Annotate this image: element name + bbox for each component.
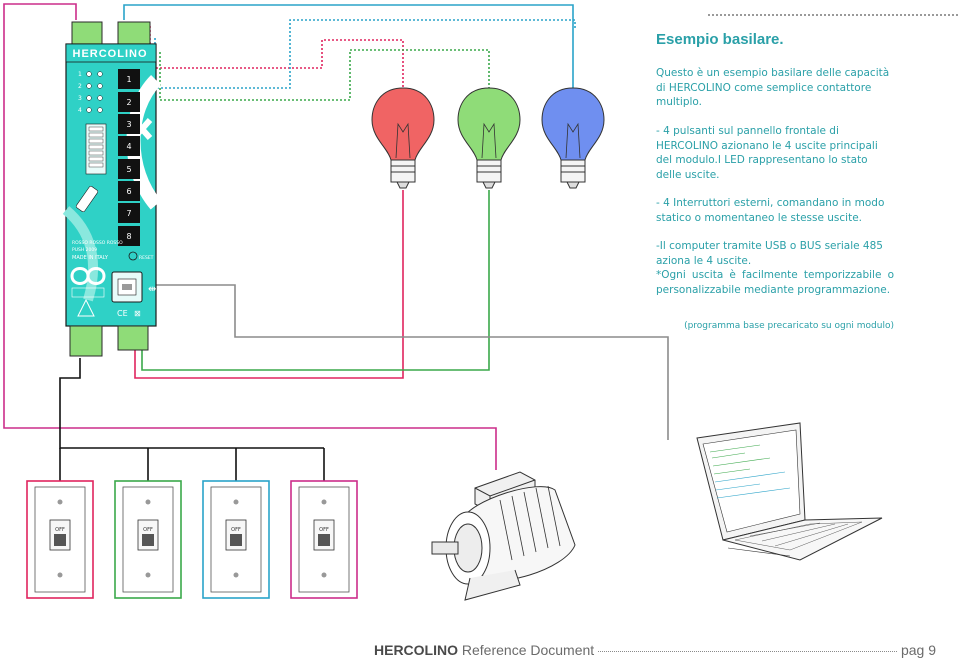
reset-label: RESET [139, 255, 154, 261]
bulb-blue [541, 87, 605, 189]
wall-switch[interactable]: OFF [114, 480, 182, 599]
led-indicator [86, 107, 92, 113]
wire-magenta-motor [3, 3, 497, 470]
front-button-label: 4 [126, 142, 131, 151]
front-button[interactable] [118, 203, 140, 223]
footer-dotted-leader [598, 651, 897, 652]
wire-gray-usb [145, 284, 669, 440]
led-indicator [86, 71, 92, 77]
hercolino-module: HERCOLINO 1 2 3 4 1 2 [62, 21, 162, 357]
switch-label: OFF [319, 527, 329, 533]
wire-dotted-green [159, 49, 490, 101]
paragraph-computer: -Il computer tramite USB o BUS seriale 4… [656, 240, 883, 267]
switch-label: OFF [231, 527, 241, 533]
front-buttons: 1 2 3 4 5 6 7 8 [118, 69, 140, 246]
bulb-red [371, 87, 435, 189]
ce-mark-icon: CE [117, 309, 128, 318]
front-button[interactable] [118, 159, 140, 179]
front-button[interactable] [118, 92, 140, 112]
infinity-logo-icon [70, 267, 106, 285]
front-button[interactable] [118, 136, 140, 156]
module-text-line: ROSSO ROSSO ROSSO [72, 240, 123, 246]
wire-red-return [134, 190, 404, 379]
front-button-label: 1 [126, 75, 131, 84]
front-button[interactable] [118, 226, 140, 246]
front-button-label: 2 [126, 98, 131, 107]
paragraph-timing: *Ogni uscita è facilmente temporizzabile… [656, 269, 894, 296]
bulb-green [457, 87, 521, 189]
footer-brand: HERCOLINO [374, 642, 458, 658]
led-indicator [97, 71, 103, 77]
led-indicator [97, 107, 103, 113]
usb-icon: ⇹ [148, 284, 156, 295]
wall-switch[interactable]: OFF [26, 480, 94, 599]
wire-cyan-blue-bulb [123, 4, 574, 90]
wire-dotted-red [149, 26, 404, 92]
front-button[interactable] [118, 69, 140, 89]
program-note: (programma base precaricato su ogni modu… [684, 321, 894, 331]
front-button[interactable] [118, 114, 140, 134]
wire-green-return [141, 190, 490, 371]
wire-dotted-cyan [154, 19, 576, 89]
front-button-label: 5 [126, 165, 131, 174]
led-label: 2 [78, 83, 82, 90]
led-indicator [86, 83, 92, 89]
paragraph-buttons: - 4 pulsanti sul pannello frontale di HE… [656, 125, 878, 181]
laptop [696, 422, 883, 561]
page-number: pag 9 [900, 642, 936, 658]
footer-doc-title: Reference Document [461, 642, 595, 658]
paragraph-intro: Questo è un esempio basilare delle capac… [656, 67, 890, 109]
front-button[interactable] [118, 181, 140, 201]
module-text-line: MADE IN ITALY [72, 255, 109, 261]
warning-icon [77, 298, 95, 317]
switches: OFF OFF OFF OFF [26, 480, 358, 599]
led-label: 1 [78, 71, 82, 78]
module-text-line: PUSH 2009 [72, 247, 97, 253]
wall-switch[interactable]: OFF [202, 480, 270, 599]
switch-label: OFF [55, 527, 65, 533]
section-title: Esempio basilare. [656, 31, 784, 48]
wall-switch[interactable]: OFF [290, 480, 358, 599]
led-label: 3 [78, 95, 82, 102]
front-button-label: 6 [126, 187, 131, 196]
top-dotted-rule [708, 14, 958, 16]
front-button-label: 8 [126, 232, 131, 241]
paragraph-switches: - 4 Interruttori esterni, comandano in m… [656, 197, 885, 224]
front-button-label: 3 [126, 120, 131, 129]
module-brand: HERCOLINO [73, 48, 148, 60]
bulbs [371, 87, 605, 189]
weee-bin-icon: ⊠ [134, 309, 141, 318]
led-indicator [86, 95, 92, 101]
led-label: 4 [78, 107, 82, 114]
led-indicator [97, 83, 103, 89]
led-indicator [97, 95, 103, 101]
page-footer: HERCOLINO Reference Document pag 9 [374, 642, 936, 658]
wire-black-bus [59, 358, 324, 449]
switch-label: OFF [143, 527, 153, 533]
reset-button[interactable] [128, 251, 138, 261]
front-button-label: 7 [126, 209, 131, 218]
electric-motor [431, 471, 576, 601]
